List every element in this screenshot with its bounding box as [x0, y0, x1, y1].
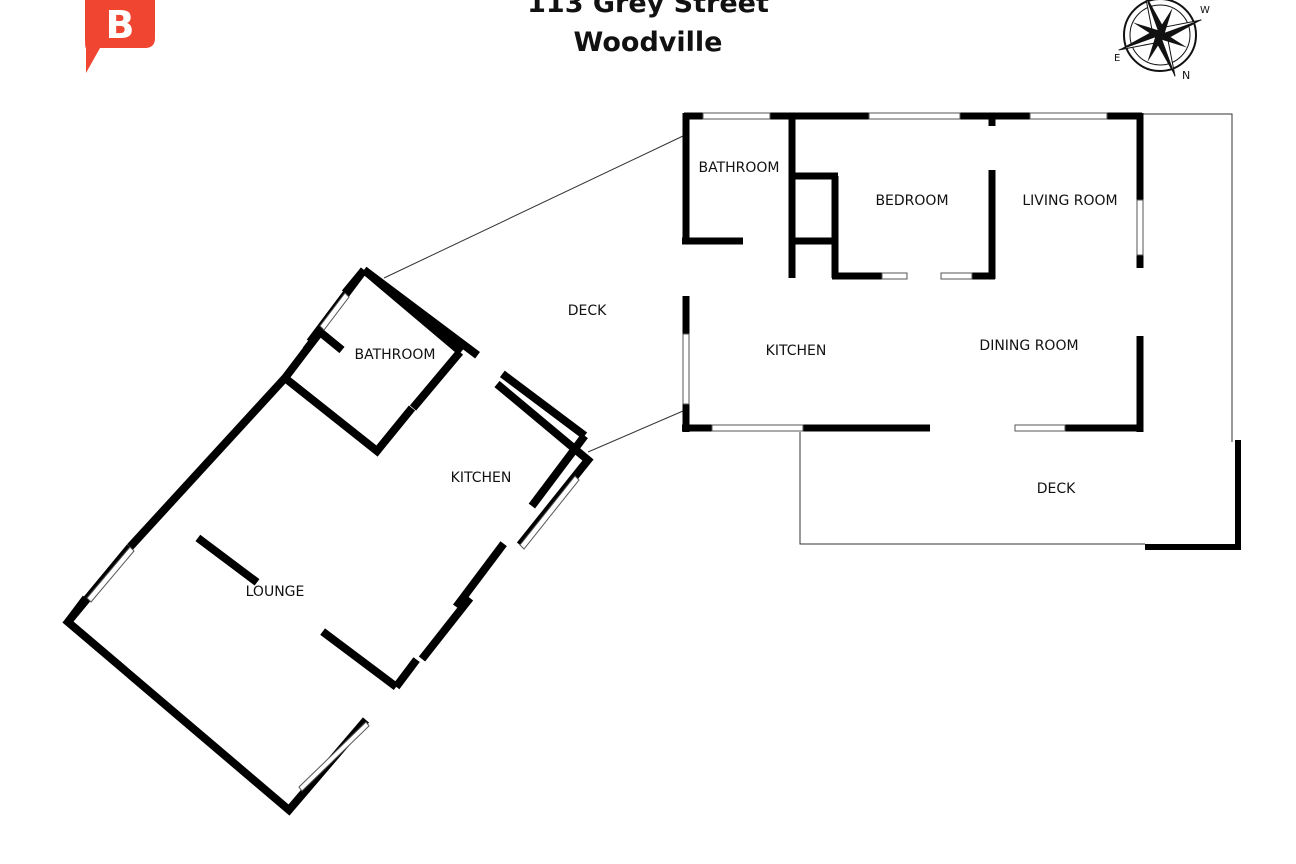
room-label-lounge: LOUNGE — [246, 584, 305, 600]
room-label-deck: DECK — [568, 303, 607, 319]
main-windows — [682, 112, 1144, 432]
address-line-2: Woodville — [573, 27, 723, 58]
deck-wall — [1145, 440, 1241, 550]
address-line-1: 113 Grey Street — [527, 0, 769, 19]
annex-building — [195, 266, 588, 691]
room-label-kitchen: KITCHEN — [766, 343, 827, 359]
room-label-dining-room: DINING ROOM — [979, 338, 1078, 354]
main-building — [682, 112, 1144, 432]
annex-walls — [62, 266, 594, 816]
room-label-annex-bathroom: BATHROOM — [354, 347, 435, 363]
logo-icon: B — [85, 0, 155, 73]
compass-w-label: W — [1200, 5, 1210, 16]
room-label-bedroom: BEDROOM — [875, 193, 948, 209]
compass-n-label: N — [1182, 69, 1190, 82]
compass-icon: N E W — [1114, 0, 1210, 82]
room-label-bathroom: BATHROOM — [698, 160, 779, 176]
room-label-living-room: LIVING ROOM — [1022, 193, 1117, 209]
logo-letter: B — [106, 3, 135, 47]
room-label-deck-lower: DECK — [1037, 481, 1076, 497]
room-label-annex-kitchen: KITCHEN — [451, 470, 512, 486]
annex-windows — [86, 292, 580, 792]
deck-outlines — [383, 113, 1233, 545]
compass-e-label: E — [1114, 53, 1120, 64]
